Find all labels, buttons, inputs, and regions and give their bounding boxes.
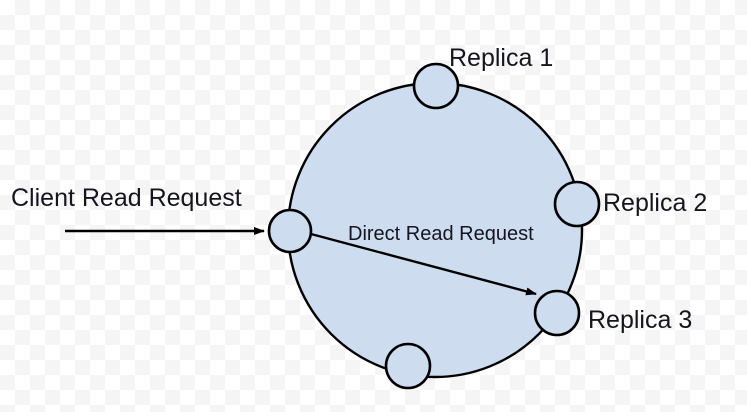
- node-replica-2[interactable]: [553, 180, 601, 228]
- direct-read-arrow: [310, 232, 537, 296]
- replica-2-label: Replica 2: [603, 189, 707, 217]
- node-replica-3[interactable]: [533, 289, 581, 337]
- node-entry[interactable]: [267, 208, 313, 254]
- node-bottom[interactable]: [384, 342, 432, 390]
- replica-1-label: Replica 1: [449, 44, 553, 72]
- node-replica-1[interactable]: [412, 62, 460, 110]
- replica-3-label: Replica 3: [588, 306, 692, 334]
- direct-read-request-label: Direct Read Request: [348, 223, 534, 245]
- client-read-request-label: Client Read Request: [11, 184, 242, 212]
